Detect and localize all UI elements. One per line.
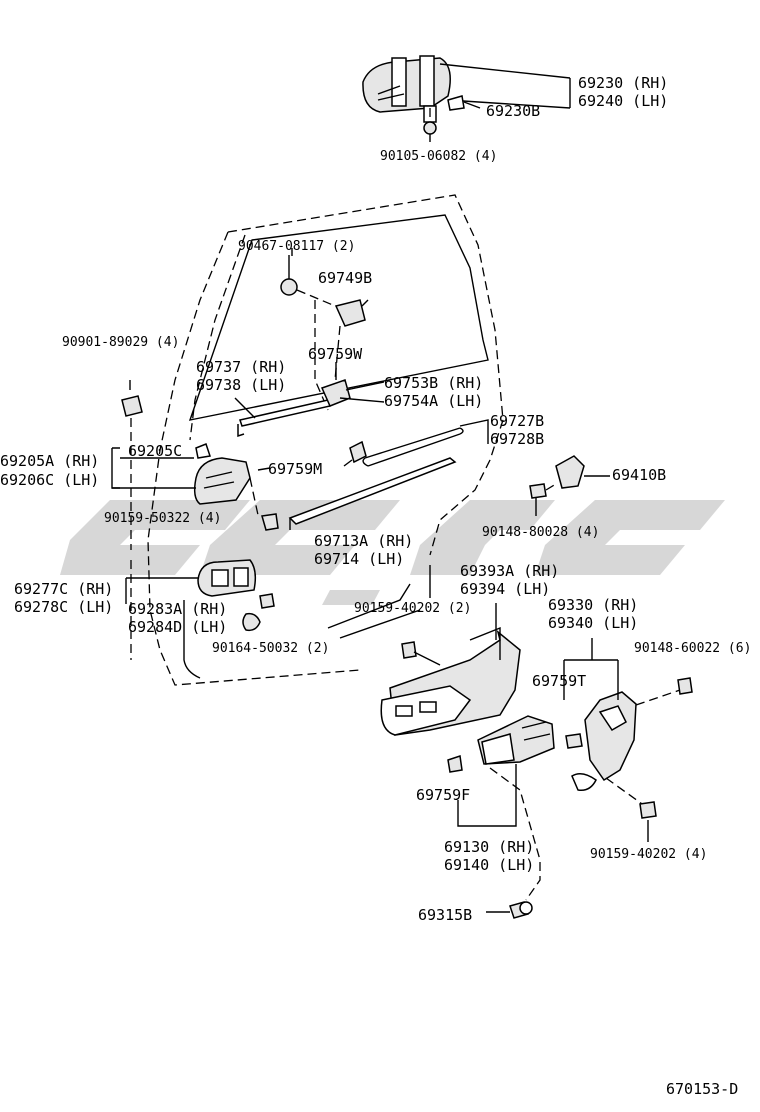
label-69393a: 69393A (RH) <box>460 562 559 580</box>
inside-handle-bezel <box>125 559 275 679</box>
label-90159-50322: 90159-50322 (4) <box>104 511 221 526</box>
label-90901: 90901-89029 (4) <box>62 335 179 350</box>
label-69738: 69738 (LH) <box>196 376 286 394</box>
label-69240: 69240 (LH) <box>578 92 668 110</box>
screw-69230b <box>447 95 465 111</box>
label-69394: 69394 (LH) <box>460 580 550 598</box>
bracket-69410b <box>529 455 610 516</box>
label-69754a: 69754A (LH) <box>384 392 483 410</box>
door-lock-assembly <box>380 603 521 736</box>
label-69759f: 69759F <box>416 786 470 804</box>
label-69713a: 69713A (RH) <box>314 532 413 550</box>
lock-rods <box>234 379 464 530</box>
label-90467: 90467-08117 (2) <box>238 239 355 254</box>
label-69410b: 69410B <box>612 466 666 484</box>
outside-handle <box>362 55 571 142</box>
label-69206c: 69206C (LH) <box>0 471 99 489</box>
label-90105: 90105-06082 (4) <box>380 149 497 164</box>
watermark-logo <box>60 500 725 605</box>
diagram-id: 670153-D <box>666 1080 738 1098</box>
label-90148-80028: 90148-80028 (4) <box>482 525 599 540</box>
label-69728b: 69728B <box>490 430 544 448</box>
label-69140: 69140 (LH) <box>444 856 534 874</box>
label-69759m: 69759M <box>268 460 322 478</box>
clip-69749b <box>280 255 366 411</box>
label-69315b: 69315B <box>418 906 472 924</box>
label-90164: 90164-50032 (2) <box>212 641 329 656</box>
label-69727b: 69727B <box>490 412 544 430</box>
label-69759t: 69759T <box>532 672 586 690</box>
part-labels: 69230 (RH) 69240 (LH) 69230B 90105-06082… <box>0 74 751 1098</box>
label-69230b: 69230B <box>486 102 540 120</box>
label-69205c: 69205C <box>128 442 182 460</box>
door-lock-latch <box>563 638 693 842</box>
label-69205a: 69205A (RH) <box>0 452 99 470</box>
door-lock-motor <box>447 715 555 901</box>
clip-90901 <box>121 380 143 660</box>
label-69277c: 69277C (RH) <box>14 580 113 598</box>
label-69330: 69330 (RH) <box>548 596 638 614</box>
label-69278c: 69278C (LH) <box>14 598 113 616</box>
label-69230: 69230 (RH) <box>578 74 668 92</box>
label-69340: 69340 (LH) <box>548 614 638 632</box>
label-69714: 69714 (LH) <box>314 550 404 568</box>
label-90148-60022: 90148-60022 (6) <box>634 641 751 656</box>
label-69737: 69737 (RH) <box>196 358 286 376</box>
label-69753b: 69753B (RH) <box>384 374 483 392</box>
inside-handle <box>111 443 279 531</box>
label-69283a: 69283A (RH) <box>128 600 227 618</box>
label-69759w: 69759W <box>308 345 363 363</box>
label-69749b: 69749B <box>318 269 372 287</box>
door-lock-cylinder <box>486 901 533 919</box>
label-69130: 69130 (RH) <box>444 838 534 856</box>
label-90159-40202-2: 90159-40202 (2) <box>354 601 471 616</box>
label-69284d: 69284D (LH) <box>128 618 227 636</box>
leader-lines <box>120 248 489 639</box>
label-90159-40202-4: 90159-40202 (4) <box>590 847 707 862</box>
door-outline <box>147 194 504 686</box>
